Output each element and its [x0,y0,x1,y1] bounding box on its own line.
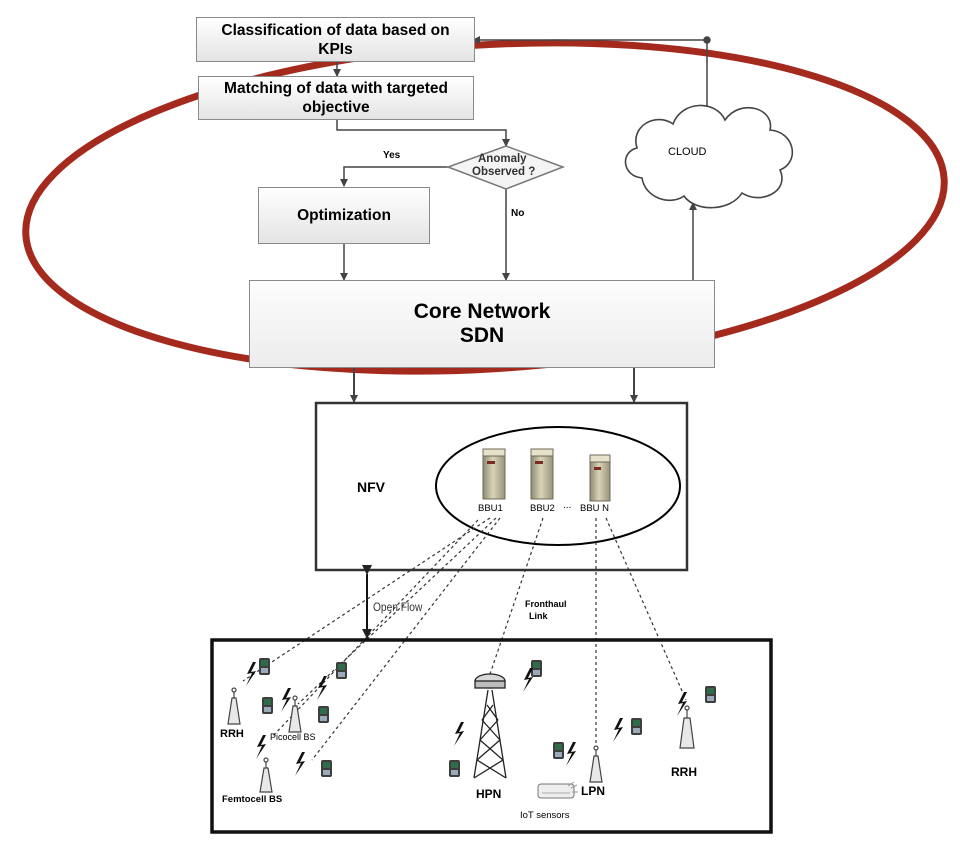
server-icon [589,454,611,502]
mobile-phone-icon [259,658,270,675]
control-loop-ellipse [22,39,948,375]
hpn-label: HPN [476,787,502,801]
lightning-icon [523,668,533,692]
nfv-label: NFV [357,479,385,495]
decision-diamond [445,145,566,190]
picocell-tower-icon [288,695,302,733]
iot-sensor-icon [537,781,578,799]
openflow-label: Open Flow [373,600,423,614]
no-label: No [511,208,525,219]
lpn-tower-icon [589,745,603,783]
phone-icons [259,658,716,777]
optimization-box: Optimization [258,187,430,244]
fronthaul-label-2: Link [529,611,548,621]
lightning-icons [246,662,687,776]
bbu-pool-ellipse [435,426,681,546]
fronthaul-links [242,517,687,761]
matching-box: Matching of data with targeted objective [198,76,474,120]
mobile-phone-icon [631,718,642,735]
bbu-servers [482,448,611,502]
lightning-icon [295,752,305,776]
core-network-subtitle: SDN [459,324,505,347]
mobile-phone-icon [553,742,564,759]
server-icon [482,448,506,500]
rrh-left-tower-icon [227,687,241,725]
picocell-label: Picocell BS [270,732,316,742]
server-icon [530,448,554,500]
decision-label-1: Anomaly [478,153,527,165]
tower-icons [227,687,695,793]
decision-label-2: Observed ? [472,166,536,178]
lightning-icon [454,722,464,746]
bbu2-label: BBU2 [530,503,555,514]
mobile-phone-icon [449,760,460,777]
cloud-shape [624,104,794,209]
cloud-label: CLOUD [668,146,707,158]
rrh-right-tower-icon [679,705,695,749]
ran-box [210,638,773,834]
femtocell-tower-icon [259,757,273,793]
core-network-title: Core Network [413,300,551,323]
lightning-icon [246,662,256,686]
yes-label: Yes [383,150,401,161]
mobile-phone-icon [321,760,332,777]
classification-box: Classification of data based on KPIs [196,17,475,62]
lightning-icon [566,742,576,766]
fronthaul-label-1: Fronthaul [525,599,567,609]
lightning-icon [613,718,623,742]
matching-label: Matching of data with targeted objective [224,80,448,116]
mobile-phone-icon [262,697,273,714]
flow-connectors [333,36,711,281]
mobile-phone-icon [531,660,542,677]
lightning-icon [281,688,291,712]
rrh-left-label: RRH [220,728,244,740]
mobile-phone-icon [705,686,716,703]
lightning-icon [317,676,327,700]
bbun-label: BBU N [580,503,610,514]
femtocell-label: Femtocell BS [222,794,283,805]
lpn-label: LPN [581,784,605,798]
mobile-phone-icon [318,706,329,723]
core-to-nfv-arrows [350,368,638,403]
rrh-right-label: RRH [671,765,697,779]
core-network-box: Core Network SDN [249,280,715,368]
bbu1-label: BBU1 [478,503,503,514]
optimization-label: Optimization [297,206,391,224]
lightning-icon [256,735,266,759]
lightning-icon [677,692,687,716]
iot-label: IoT sensors [520,810,570,821]
mobile-phone-icon [336,662,347,679]
hpn-tower-icon [473,673,507,779]
bbu-dots: ... [563,500,572,511]
classification-label: Classification of data based on KPIs [221,21,450,58]
